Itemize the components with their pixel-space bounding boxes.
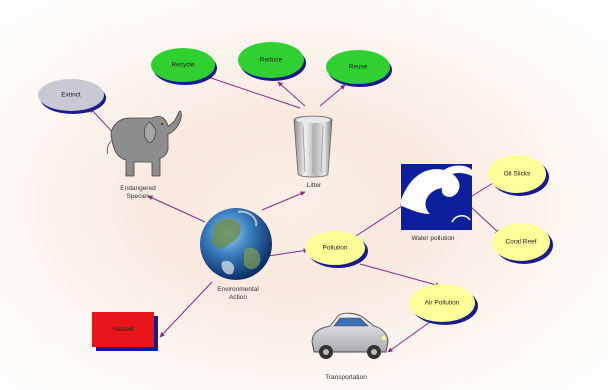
node-extinct[interactable]: Extinct	[38, 79, 106, 114]
connector-air-transport	[387, 321, 431, 353]
node-oil-slicks-label: Oil Slicks	[504, 171, 531, 178]
connector-action-litter	[261, 191, 306, 211]
environmental-action-caption-line1: Environmental	[217, 286, 259, 293]
node-recycle[interactable]: Recycle	[151, 48, 217, 85]
transportation-caption: Transportation	[325, 374, 367, 381]
connector-pollution-air	[359, 263, 441, 288]
node-coral-reef[interactable]: Coral Reef	[492, 223, 553, 264]
node-coral-reef-label: Coral Reef	[505, 239, 536, 246]
elephant-icon	[106, 110, 182, 177]
endangered-species-caption-line1: Endangered	[120, 185, 156, 192]
connector-litter-reduce	[277, 81, 306, 107]
trash-can-icon	[293, 115, 333, 178]
endangered-species-caption-line2: Species	[126, 193, 150, 200]
connector-action-hazard	[159, 281, 213, 338]
node-air-pollution-label: Air Pollution	[425, 300, 460, 307]
node-reduce-label: Reduce	[260, 57, 283, 64]
connector-pollution-water	[355, 203, 406, 237]
node-pollution[interactable]: Pollution	[305, 231, 368, 268]
environmental-action-caption-line2: Action	[229, 294, 247, 301]
car-icon	[311, 312, 389, 359]
earth-globe-icon	[200, 208, 272, 280]
node-air-pollution[interactable]: Air Pollution	[409, 284, 478, 325]
connector-litter-recycle	[204, 75, 301, 109]
node-pollution-label: Pollution	[323, 245, 348, 252]
node-reuse[interactable]: Reuse	[326, 50, 392, 87]
connector-action-endangered	[147, 195, 206, 223]
node-oil-slicks[interactable]: Oil Slicks	[488, 155, 549, 196]
ocean-wave-icon	[401, 164, 472, 230]
node-recycle-label: Recycle	[171, 62, 195, 69]
node-hazard[interactable]: Hazard	[92, 312, 158, 351]
litter-caption: Litter	[307, 182, 322, 189]
node-reuse-label: Reuse	[349, 64, 368, 71]
connector-water-coral	[469, 205, 501, 235]
connectors	[89, 75, 501, 353]
water-pollution-caption: Water pollution	[411, 235, 454, 242]
connector-action-pollution	[267, 248, 309, 257]
node-extinct-label: Extinct	[61, 92, 81, 99]
connector-litter-reuse	[319, 84, 346, 107]
node-reduce[interactable]: Reduce	[238, 42, 306, 81]
node-hazard-label: Hazard	[113, 326, 134, 333]
